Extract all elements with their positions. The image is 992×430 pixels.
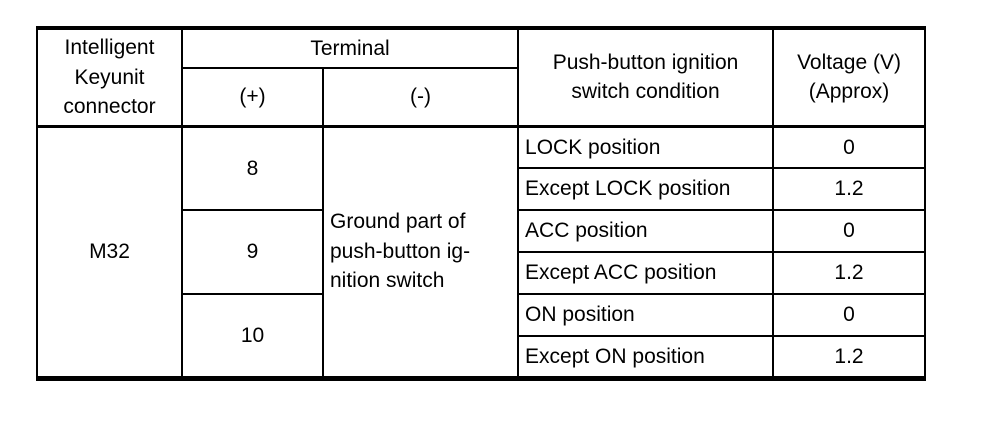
table-row: M32 8 Ground part of push-button ig- nit… bbox=[36, 125, 927, 379]
cell-condition: ACC position bbox=[517, 209, 775, 253]
cell-terminal-plus-9: 9 bbox=[181, 209, 324, 295]
table-row: Except LOCK position 1.2 bbox=[37, 167, 927, 211]
header-condition: Push-button ignition switch condition bbox=[517, 27, 775, 128]
cell-voltage: 1.2 bbox=[772, 167, 927, 211]
cell-voltage: 1.2 bbox=[772, 335, 927, 379]
header-row-1: Intelligent Keyunit connector Terminal P… bbox=[36, 27, 927, 128]
table-row: 10 ON position 0 bbox=[37, 293, 927, 379]
voltage-spec-table: Intelligent Keyunit connector Terminal P… bbox=[36, 26, 927, 381]
table-row: Except ACC position 1.2 bbox=[37, 251, 927, 295]
table-row: Except ON position 1.2 bbox=[37, 335, 927, 379]
cell-voltage: 0 bbox=[772, 125, 927, 169]
header-terminal: Terminal bbox=[180, 27, 520, 69]
header-terminal-minus: (-) bbox=[321, 67, 520, 128]
cell-voltage: 0 bbox=[772, 209, 927, 253]
cell-terminal-plus-8: 8 bbox=[181, 125, 324, 211]
cell-terminal-minus: Ground part of push-button ig- nition sw… bbox=[321, 125, 520, 379]
cell-voltage: 0 bbox=[772, 293, 927, 337]
table-row: 9 ACC position 0 bbox=[37, 209, 927, 295]
cell-condition: LOCK position bbox=[517, 125, 775, 169]
cell-condition: ON position bbox=[517, 293, 775, 337]
cell-condition: Except LOCK position bbox=[517, 167, 775, 211]
cell-condition: Except ACC position bbox=[517, 251, 775, 295]
header-terminal-plus: (+) bbox=[181, 67, 324, 128]
header-connector: Intelligent Keyunit connector bbox=[36, 27, 183, 128]
cell-condition: Except ON position bbox=[517, 335, 775, 379]
header-voltage: Voltage (V) (Approx) bbox=[772, 27, 927, 128]
header-row-2: (+) (-) bbox=[37, 67, 925, 128]
cell-connector: M32 bbox=[36, 125, 183, 379]
cell-terminal-plus-10: 10 bbox=[181, 293, 324, 379]
cell-voltage: 1.2 bbox=[772, 251, 927, 295]
